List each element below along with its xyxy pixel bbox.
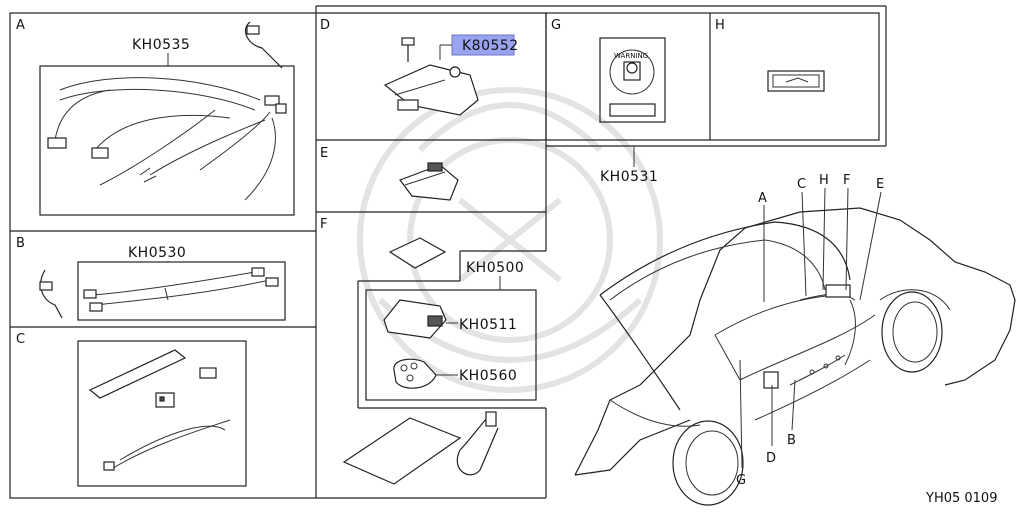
panel-a-letter: A: [16, 18, 25, 33]
panel-h-letter: H: [715, 18, 725, 33]
car-callout-c: C: [797, 177, 806, 192]
panel-f-subcode-1: KH0511: [459, 317, 517, 333]
car-callout-f: F: [843, 173, 850, 188]
panel-f: F KH0500 KH0511 KH0560: [320, 217, 537, 485]
panel-e: E: [320, 146, 459, 201]
panel-f-code: KH0500: [466, 260, 524, 276]
watermark-emblem: [357, 87, 663, 393]
panel-frames: [9, 5, 887, 499]
panel-b-code: KH0530: [128, 245, 186, 261]
panel-e-letter: E: [320, 146, 328, 161]
warning-text: WARNING: [614, 52, 648, 60]
panel-a: A KH0535: [16, 18, 295, 216]
panel-c: C: [16, 332, 247, 487]
panel-b: B KH0530: [16, 236, 286, 321]
panel-f-subcode-2: KH0560: [459, 368, 517, 384]
panel-b-letter: B: [16, 236, 25, 251]
car-callout-d: D: [766, 451, 776, 466]
panel-f-letter: F: [320, 217, 327, 232]
panel-g: G WARNING: [551, 18, 666, 123]
assembly-code: KH0531: [600, 169, 658, 185]
panel-h: H: [715, 18, 825, 92]
car-callout-e: E: [876, 177, 884, 192]
car-illustration: [574, 187, 1016, 506]
car-callout-b: B: [787, 433, 796, 448]
car-callout-h: H: [819, 173, 829, 188]
car-callout-g: G: [736, 473, 746, 488]
panel-c-letter: C: [16, 332, 25, 347]
panel-a-code: KH0535: [132, 37, 190, 53]
panel-g-letter: G: [551, 18, 561, 33]
panel-d-code: K80552: [462, 38, 519, 54]
panel-d: D K80552: [320, 18, 519, 116]
panel-d-letter: D: [320, 18, 330, 33]
car-callouts: A C H F E G D B: [736, 173, 884, 488]
diagram-id: YH05 0109: [925, 491, 997, 506]
car-callout-a: A: [758, 191, 767, 206]
